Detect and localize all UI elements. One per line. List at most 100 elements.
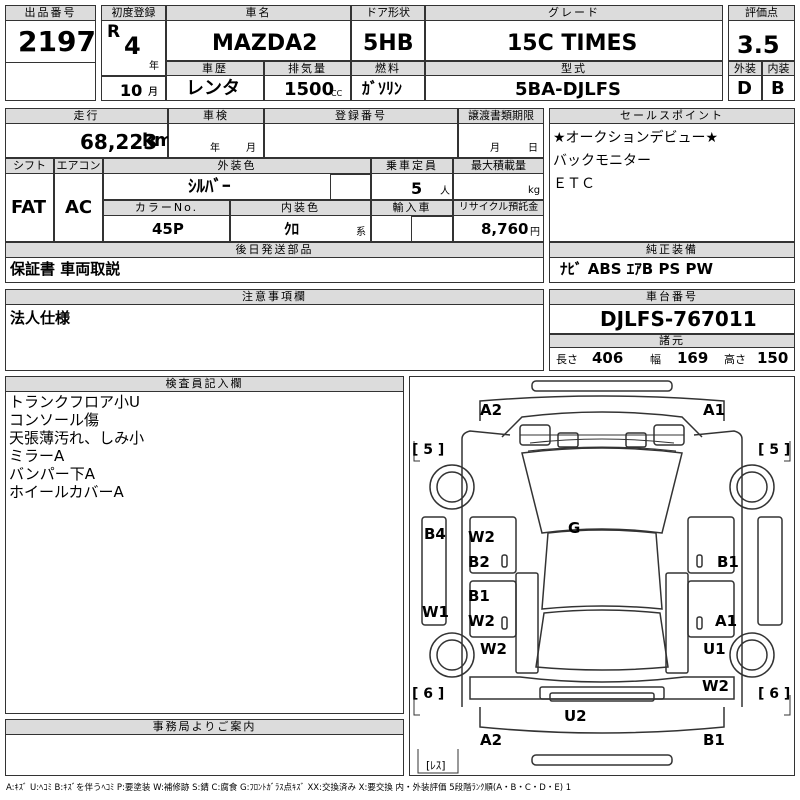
reg-month-suffix: 月 — [148, 87, 158, 98]
recycle-unit: 円 — [530, 227, 540, 238]
sales-points-label: セールスポイント — [549, 108, 795, 124]
seats: 5 — [411, 179, 423, 198]
mark-b1-lr-door: B1 — [468, 587, 490, 605]
length-label: 長さ — [556, 353, 578, 366]
mark-b2-lf-door: B2 — [468, 553, 490, 571]
notes-text: 法人仕様 — [10, 309, 71, 327]
interior-label: 内装 — [762, 61, 795, 76]
mileage-label: 走行 — [5, 108, 168, 124]
inspection-month-unit: 月 — [246, 143, 256, 154]
int-color: ｸﾛ — [284, 220, 300, 238]
mileage: 68,223 — [80, 130, 158, 154]
chassis-number: DJLFS-767011 — [600, 307, 757, 331]
transfer-label: 譲渡書類期限 — [458, 108, 544, 124]
ext-color: ｼﾙﾊﾞｰ — [188, 177, 231, 197]
color-no-label: カラーNo. — [103, 200, 230, 216]
plate-label: 登録番号 — [264, 108, 458, 124]
sales-point-1: ★オークションデビュー★ — [553, 130, 719, 146]
inspector-line-2: コンソール傷 — [9, 411, 100, 429]
equipment-text: ﾅﾋﾞ ABS ｴｱB PS PW — [560, 260, 714, 278]
shift: FAT — [11, 197, 47, 218]
transfer-day: 日 — [528, 143, 538, 154]
mark-b4: B4 — [424, 525, 446, 543]
cc-unit: CC — [331, 89, 343, 98]
ac: AC — [65, 197, 93, 218]
ext-color-divider — [330, 174, 371, 200]
mileage-unit: km — [142, 130, 173, 151]
inspector-label: 検査員記入欄 — [5, 376, 404, 392]
width-label: 幅 — [650, 353, 661, 366]
mark-w1-left-sill: W1 — [422, 603, 449, 621]
int-color-label: 内装色 — [230, 200, 371, 216]
dimensions-label: 諸元 — [549, 334, 795, 348]
tire-rear-right: [ 6 ] — [758, 686, 791, 702]
seats-label: 乗車定員 — [371, 158, 453, 174]
displacement: 1500 — [284, 79, 335, 100]
exterior-grade: D — [737, 78, 752, 99]
car-outline — [413, 380, 791, 774]
displacement-label: 排気量 — [264, 61, 351, 76]
mark-w2-lr-door: W2 — [468, 612, 495, 630]
lot-number: 2197 — [18, 25, 96, 58]
mark-b1-rf-door: B1 — [717, 553, 739, 571]
mark-a1-front: A1 — [703, 401, 726, 419]
mark-w2-lf-door: W2 — [468, 528, 495, 546]
height-label: 高さ — [724, 353, 746, 366]
history-label: 車歴 — [166, 61, 264, 76]
mark-b1-rear: B1 — [703, 731, 725, 749]
score: 3.5 — [737, 31, 780, 59]
reg-month-cell — [101, 76, 166, 101]
mark-w2-right-rear: W2 — [702, 677, 729, 695]
grade: 15C TIMES — [507, 31, 638, 56]
inspection-year-unit: 年 — [210, 143, 220, 154]
interior-grade: B — [771, 78, 785, 99]
reg-month-value: 10 — [120, 81, 143, 100]
sales-point-2: バックモニター — [553, 153, 651, 169]
model-code: 5BA-DJLFS — [515, 79, 622, 100]
inspector-line-3: 天張薄汚れ、しみ小 — [9, 429, 145, 447]
ext-color-label: 外装色 — [103, 158, 371, 174]
reg-year-unit: 年 — [149, 61, 159, 72]
load-unit: kg — [528, 185, 541, 196]
inspector-line-6: ホイールカバーA — [9, 483, 124, 501]
fuel: ｶﾞｿﾘﾝ — [362, 79, 403, 98]
reg-month: 10 — [120, 81, 143, 100]
history: レンタ — [186, 78, 240, 99]
legend: A:ｷｽﾞ U:ﾍｺﾐ B:ｷｽﾞを伴うﾍｺﾐ P:要塗装 W:補修跡 S:錆 … — [6, 783, 572, 793]
score-label: 評価点 — [728, 5, 795, 21]
height: 150 — [757, 349, 789, 367]
inspector-line-1: トランクフロア小U — [9, 393, 140, 411]
notes-label: 注意事項欄 — [5, 289, 544, 305]
mark-a2-front: A2 — [480, 401, 503, 419]
deferred-text: 保証書 車両取説 — [10, 260, 121, 278]
lot-lower — [5, 62, 96, 101]
mark-g: G — [568, 519, 581, 537]
car-diagram: A2 A1 [ 5 ] [ 5 ] G B4 W2 B2 B1 W2 W1 W2… — [409, 376, 795, 776]
sales-point-3: ＥＴＣ — [553, 176, 595, 192]
lot-label: 出品番号 — [5, 5, 96, 21]
mark-u1-right-rear: U1 — [703, 640, 726, 658]
mark-a2-rear: A2 — [480, 731, 503, 749]
recycle: 8,760 — [481, 220, 529, 238]
reg-year: 4 — [124, 32, 141, 60]
tire-front-right: [ 5 ] — [758, 442, 791, 458]
inspector-cell — [5, 376, 404, 714]
color-no: 45P — [152, 220, 184, 238]
reg-era: R — [107, 22, 121, 42]
reg-label: 初度登録 — [101, 5, 166, 21]
equipment-label: 純正装備 — [549, 242, 795, 258]
load-label: 最大積載量 — [453, 158, 544, 174]
inspector-line-5: バンパー下A — [9, 465, 96, 483]
import-divider — [411, 216, 453, 242]
reg-month-unit: 月 — [148, 87, 158, 98]
length: 406 — [592, 349, 624, 367]
width: 169 — [677, 349, 709, 367]
tire-front-left: [ 5 ] — [412, 442, 445, 458]
inspector-line-4: ミラーA — [9, 447, 65, 465]
recycle-label: リサイクル預託金 — [453, 200, 544, 216]
spare-tire: [ﾚｽ] — [426, 759, 446, 772]
inspection-label: 車検 — [168, 108, 264, 124]
import-label: 輸入車 — [371, 200, 453, 216]
grade-label: グレード — [425, 5, 723, 21]
sales-points-cell — [549, 108, 795, 242]
